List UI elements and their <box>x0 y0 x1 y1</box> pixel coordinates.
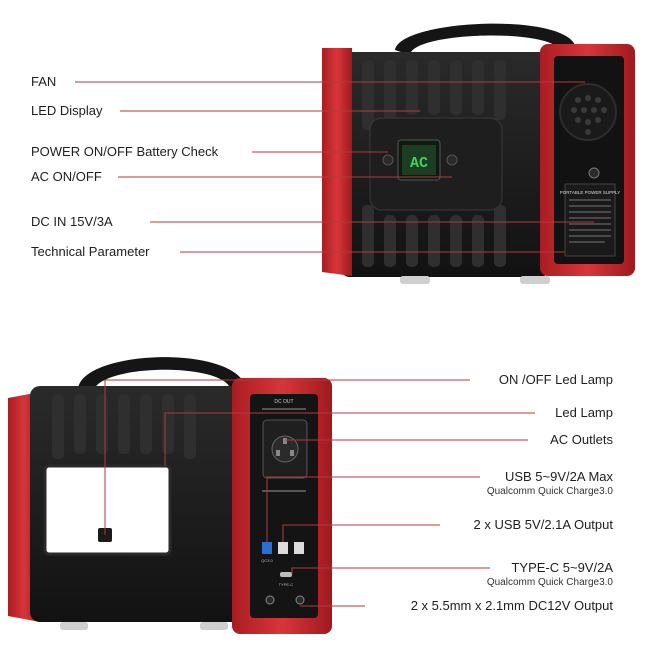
callout-usb-qc-sub: Qualcomm Quick Charge3.0 <box>486 486 613 497</box>
top-device: AC PORTABLE POWER SUPPLY <box>75 23 635 284</box>
usb-qc-tag: QC3.0 <box>261 558 273 563</box>
callout-led-display: LED Display <box>31 103 103 118</box>
top-leader-lines <box>75 81 594 253</box>
ac-button <box>446 154 458 166</box>
callout-usb-qc: USB 5~9V/2A Max <box>504 469 613 484</box>
callout-type-c: TYPE-C 5~9V/2A <box>511 560 613 575</box>
bottom-foot-right <box>200 622 228 630</box>
top-handle <box>395 23 575 55</box>
top-ribs <box>362 60 506 267</box>
type-c-port <box>280 572 292 577</box>
callout-led-lamp: Led Lamp <box>555 405 613 420</box>
callout-power-battery-check: POWER ON/OFF Battery Check <box>31 144 219 159</box>
spec-label-lines <box>569 199 611 243</box>
type-c-tag: TYPE-C <box>279 582 294 587</box>
led-lamp-panel <box>43 464 172 556</box>
usb-port-2 <box>294 542 304 554</box>
fan-grille <box>559 83 617 141</box>
bottom-foot-left <box>60 622 88 630</box>
callout-dc12v-output: 2 x 5.5mm x 2.1mm DC12V Output <box>410 598 613 613</box>
spec-label <box>564 183 616 257</box>
callout-technical-parameter: Technical Parameter <box>31 244 150 259</box>
power-button <box>382 154 394 166</box>
dc-out-strip: DC OUT <box>274 399 293 405</box>
callout-dc-in: DC IN 15V/3A <box>31 214 113 229</box>
callout-ac-on-off: AC ON/OFF <box>31 169 102 184</box>
bottom-vents <box>262 408 306 492</box>
bottom-handle <box>78 357 245 392</box>
ac-outlet-holes <box>276 438 294 456</box>
usb-qc-port <box>262 542 272 554</box>
bottom-ribs <box>52 394 196 459</box>
callout-dual-usb: 2 x USB 5V/2.1A Output <box>473 517 613 532</box>
lcd-readout: AC <box>410 155 428 172</box>
dc-out-port-1 <box>265 595 275 605</box>
spec-label-header: PORTABLE POWER SUPPLY <box>560 190 621 195</box>
top-foot-left <box>400 276 430 284</box>
dc-out-port-2 <box>295 595 305 605</box>
bottom-leader-lines <box>104 379 535 607</box>
bottom-device: DC OUT QC3.0 TYPE-C <box>8 357 535 634</box>
callout-ac-outlets: AC Outlets <box>550 432 613 447</box>
callout-fan: FAN <box>31 74 57 89</box>
callout-on-off-led-lamp: ON /OFF Led Lamp <box>498 372 613 387</box>
fan-holes <box>571 95 607 135</box>
top-red-frame-left <box>322 48 352 276</box>
lcd-screen <box>402 145 436 175</box>
callout-type-c-sub: Qualcomm Quick Charge3.0 <box>486 577 613 588</box>
top-foot-right <box>520 276 550 284</box>
usb-port-1 <box>278 542 288 554</box>
dc-in-port <box>588 167 600 179</box>
